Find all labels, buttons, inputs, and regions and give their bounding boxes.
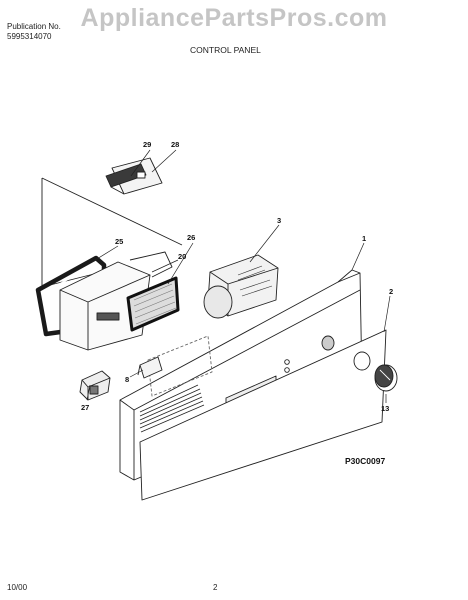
top-bracket: [105, 157, 163, 195]
overlay-knob-opening: [353, 351, 371, 371]
housing-20: [59, 251, 173, 351]
callout-28: 28: [171, 140, 179, 149]
callout-29: 29: [143, 140, 151, 149]
callout-27: 27: [81, 403, 89, 412]
callout-8: 8: [125, 375, 129, 384]
callout-26: 26: [187, 233, 195, 242]
callout-1: 1: [362, 234, 366, 243]
callout-2: 2: [389, 287, 393, 296]
diagram-code: P30C0097: [345, 456, 385, 466]
callout-13: 13: [381, 404, 389, 413]
panel-button: [284, 367, 290, 373]
bracket-27: [79, 370, 111, 401]
publication-number: 5995314070: [7, 32, 52, 41]
control-module-3: [203, 254, 279, 319]
footer-date: 10/00: [7, 583, 28, 592]
callout-3: 3: [277, 216, 281, 225]
callout-20: 20: [178, 252, 186, 261]
page-title: CONTROL PANEL: [190, 45, 261, 55]
publication-label: Publication No.: [7, 22, 61, 31]
callout-25: 25: [115, 237, 123, 246]
knob-13: [374, 364, 398, 392]
overlay-2: [139, 329, 387, 501]
vent-louvers: [139, 384, 205, 433]
knob-hole: [321, 335, 335, 351]
watermark-text: AppliancePartsPros.com: [80, 4, 388, 32]
filter-26: [126, 276, 180, 332]
switch-8: [137, 356, 163, 379]
panel-button: [284, 359, 290, 365]
footer-page-number: 2: [213, 583, 218, 592]
